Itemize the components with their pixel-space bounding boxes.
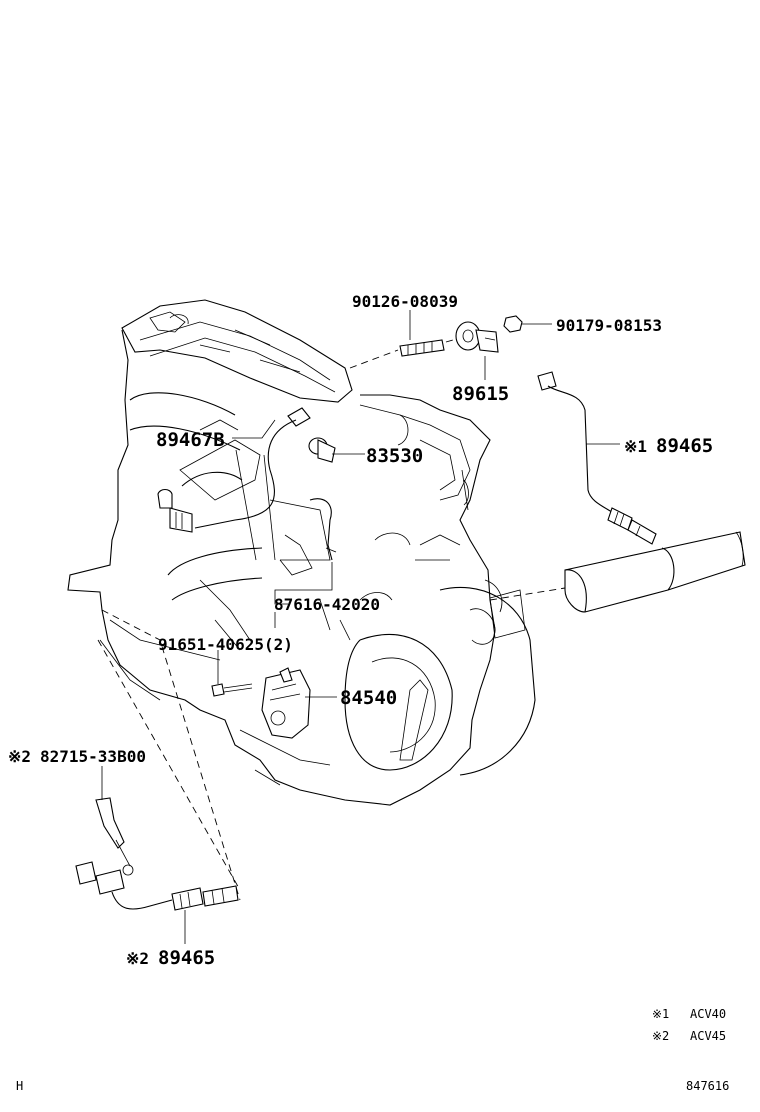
oil-pressure-switch-83530-part (308, 437, 336, 463)
bolt-91651-part (211, 683, 253, 697)
label-91651-40625: 91651-40625(2) (158, 635, 293, 654)
sensor-89467b-part (157, 407, 311, 533)
label-90126-08039: 90126-08039 (352, 292, 458, 311)
dashed-assembly-lines (97, 337, 461, 901)
bracket-87616-part (309, 498, 337, 561)
label-89615: 89615 (452, 383, 509, 405)
oxygen-sensor-89465-acv40-part (537, 371, 657, 545)
legend-mark-2: ※2 (652, 1029, 669, 1043)
stud-90126-part (399, 339, 445, 357)
bracket-82715-part (95, 797, 134, 876)
label-89467b: 89467B (156, 429, 225, 451)
label-89465-acv45-mark: ※2 (126, 949, 149, 968)
label-82715-mark: ※2 (8, 747, 31, 766)
nut-90179-part (503, 315, 523, 333)
neutral-start-switch-84540-part (261, 667, 311, 739)
label-83530: 83530 (366, 445, 423, 467)
legend-value-acv40: ACV40 (690, 1007, 726, 1021)
model-legend: ※1 ACV40 ※2 ACV45 (652, 1007, 726, 1043)
label-89465-acv45: 89465 (158, 947, 215, 969)
legend-mark-1: ※1 (652, 1007, 669, 1021)
label-89465-acv40-mark: ※1 (624, 437, 647, 456)
footer-left-code: H (16, 1079, 23, 1093)
label-87616-42020: 87616-42020 (274, 595, 380, 614)
exhaust-pipe-drawing (489, 531, 746, 639)
label-89465-acv40: 89465 (656, 435, 713, 457)
figure-number: 847616 (686, 1079, 729, 1093)
legend-value-acv45: ACV45 (690, 1029, 726, 1043)
engine-assembly-drawing (67, 299, 536, 806)
label-90179-08153: 90179-08153 (556, 316, 662, 335)
callout-leaders (101, 310, 620, 944)
oxygen-sensor-89465-acv45-part (75, 861, 239, 911)
part-labels: 90126-08039 90179-08153 89615 89467B 835… (8, 292, 713, 969)
label-82715-33b00: 82715-33B00 (40, 747, 146, 766)
label-84540: 84540 (340, 687, 397, 709)
knock-sensor-89615-part (455, 321, 499, 353)
